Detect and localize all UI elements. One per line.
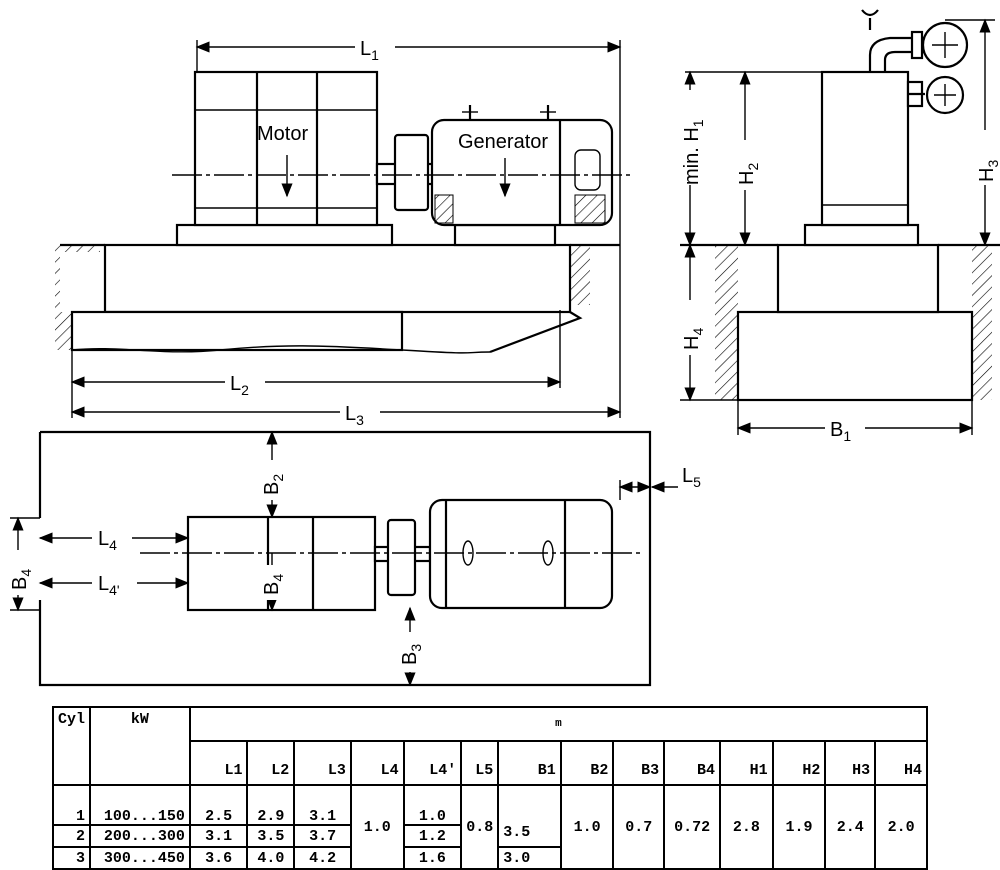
- header-H1: H1: [718, 740, 774, 786]
- generator-label: Generator: [458, 131, 548, 153]
- cell-L1: 3.1: [188, 824, 249, 848]
- header-B3: B3: [612, 740, 666, 786]
- table-row: 2 200...300 3.1 3.5 3.7 1.2: [51, 824, 927, 848]
- plan-view: B4 L4 L4' B2 B4 B3 L5: [8, 430, 701, 687]
- cell-L1: 3.6: [188, 846, 249, 870]
- dim-L4: L: [98, 528, 109, 550]
- header-B1: B1: [497, 740, 562, 786]
- dim-L5: L: [682, 465, 693, 487]
- dim-B2: B: [261, 482, 283, 495]
- end-view: B1: [680, 9, 1000, 444]
- header-L3: L3: [293, 740, 352, 786]
- cell-H1: 2.8: [718, 784, 774, 870]
- header-kw: kW: [89, 706, 191, 786]
- dim-B3: B: [399, 652, 421, 665]
- table-row: 1 100...150 2.5 2.9 3.1 1.0 1.0 0.8 3.5 …: [51, 784, 928, 870]
- cell-L3: 3.1: [293, 784, 352, 826]
- cell-H3: 2.4: [824, 784, 877, 870]
- header-H4: H4: [874, 740, 928, 786]
- plan-generator: [428, 498, 614, 610]
- cell-H4: 2.0: [874, 784, 928, 870]
- svg-text:B2: B2: [261, 474, 286, 495]
- header-H3: H3: [824, 740, 877, 786]
- dim-H3: H: [976, 168, 998, 182]
- cell-L2: 4.0: [246, 846, 296, 870]
- cell-L2: 2.9: [246, 784, 296, 826]
- svg-text:B4: B4: [261, 574, 286, 595]
- height-dimensions: min. H1 H2 H3 H4: [680, 18, 1000, 402]
- header-L4-prime: L4': [402, 740, 463, 786]
- cell-kw: 200...300: [89, 824, 191, 848]
- header-cyl: Cyl: [51, 706, 92, 786]
- header-L1: L1: [188, 740, 249, 786]
- svg-text:L4: L4: [98, 528, 117, 553]
- header-unit: m: [188, 706, 929, 742]
- svg-text:H2: H2: [736, 163, 761, 185]
- generator-base: [453, 223, 557, 247]
- side-view: L1 Motor Generator: [55, 32, 630, 428]
- svg-text:min. H1: min. H1: [681, 119, 706, 185]
- dim-B4-inner: B: [261, 582, 283, 595]
- cell-L4-prime: 1.0: [402, 784, 463, 826]
- cell-L3: 3.7: [293, 824, 352, 848]
- cell-B1: 3.5: [497, 784, 562, 848]
- svg-text:H3: H3: [976, 160, 1000, 182]
- header-L4: L4: [349, 740, 405, 786]
- cell-H2: 1.9: [771, 784, 827, 870]
- cell-L5: 0.8: [460, 784, 500, 870]
- cell-B4: 0.72: [663, 784, 721, 870]
- svg-text:L4': L4': [98, 573, 120, 598]
- svg-text:H4: H4: [681, 328, 706, 350]
- motor-base: [175, 223, 394, 247]
- end-foundation-block: [776, 243, 940, 314]
- cell-L2: 3.5: [246, 824, 296, 848]
- dim-L1: L: [360, 38, 371, 60]
- cell-cyl: 2: [51, 824, 92, 848]
- header-L5: L5: [460, 740, 500, 786]
- cell-kw: 100...150: [89, 784, 191, 826]
- svg-text:L2: L2: [230, 373, 249, 398]
- table-row: 3 300...450 3.6 4.0 4.2 1.6 3.0: [51, 846, 927, 870]
- motor: [193, 70, 379, 227]
- coupling: [393, 133, 430, 212]
- cell-kw: 300...450: [89, 846, 191, 870]
- cell-L4: 1.0: [349, 784, 405, 870]
- svg-text:B4: B4: [9, 569, 34, 590]
- cell-L4-prime: 1.2: [402, 824, 463, 848]
- dim-L2: L: [230, 373, 241, 395]
- foundation-slab: [70, 310, 404, 352]
- dim-H2: H: [736, 171, 758, 185]
- end-machine: [820, 70, 910, 227]
- svg-text:B3: B3: [399, 644, 424, 665]
- cell-cyl: 1: [51, 784, 92, 826]
- cell-B1: 3.0: [497, 846, 562, 870]
- header-H2: H2: [771, 740, 827, 786]
- dim-B4-outer: B: [9, 577, 31, 590]
- cell-B2: 1.0: [559, 784, 615, 870]
- plan-coupling: [386, 518, 417, 597]
- cell-cyl: 3: [51, 846, 92, 870]
- foundation-block: [103, 243, 572, 314]
- header-B4: B4: [663, 740, 721, 786]
- cell-L4-prime: 1.6: [402, 846, 463, 870]
- motor-label: Motor: [257, 123, 308, 145]
- svg-text:B1: B1: [830, 419, 851, 444]
- dim-L4-prime: L: [98, 573, 109, 595]
- svg-text:L1: L1: [360, 38, 379, 63]
- svg-text:L3: L3: [345, 403, 364, 428]
- header-B2: B2: [559, 740, 615, 786]
- cell-L1: 2.5: [188, 784, 249, 826]
- header-L2: L2: [246, 740, 296, 786]
- end-foundation-slab: [736, 310, 974, 402]
- cell-L3: 4.2: [293, 846, 352, 870]
- ground-hatch-right: [570, 245, 590, 305]
- dim-L3: L: [345, 403, 356, 425]
- dimension-table: Cyl kW m L1 L2 L3 L4 L4' L5 B1 B2 B3 B4 …: [51, 706, 929, 870]
- dim-B1: B: [830, 419, 843, 441]
- dim-H1: min. H: [681, 127, 703, 185]
- svg-text:L5: L5: [682, 465, 701, 490]
- dim-H4: H: [681, 336, 703, 350]
- cell-B3: 0.7: [612, 784, 666, 870]
